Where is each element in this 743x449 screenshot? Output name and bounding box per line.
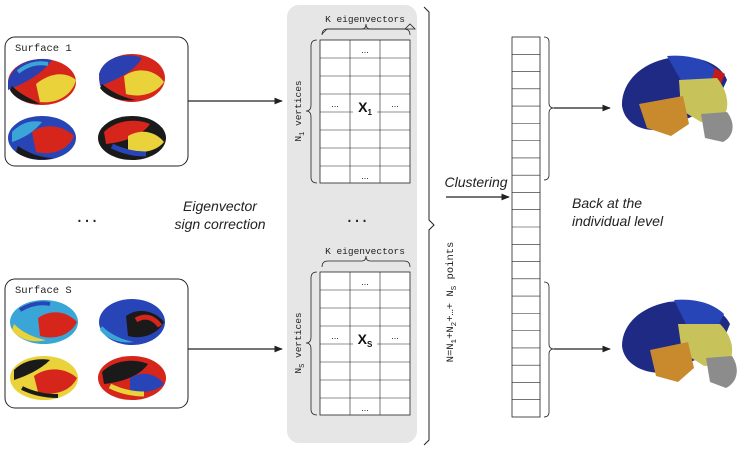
dots-between-matrices: ... [347,205,370,227]
brain-map-sa [10,300,78,344]
matrix-s-dots-right: ... [391,331,399,341]
matrix-1-dots-right: ... [391,99,399,109]
matrix-1-dots-top: ... [361,45,369,55]
surface-panel-s: Surface S [4,278,189,409]
cluster-label-vector [511,36,541,418]
matrix-s-rows-label: NS vertices [293,312,307,373]
matrix-s-dots-top: ... [361,277,369,287]
brain-map-sb [99,299,165,345]
clustering-label: Clustering [444,174,507,190]
surface-s-title: Surface S [15,285,72,297]
column-brace-top [543,36,555,181]
brain-map-1a [8,58,76,105]
matrix-1-cols-label: K eigenvectors [325,14,405,25]
back-label-line2: individual level [572,213,664,229]
matrix-1-rows-label: N1 vertices [293,80,307,141]
surface-1-title: Surface 1 [15,43,72,55]
panel-brace [423,6,435,446]
matrix-1: K eigenvectors ... ... ... ... X1 N1 ver… [293,14,416,184]
dots-between-surfaces: ... [77,205,100,227]
matrix-1-dots-left: ... [331,99,339,109]
matrix-s-symbol: XS [358,331,373,349]
column-brace-bottom [543,281,555,418]
sign-correction-line2: sign correction [174,216,265,232]
matrix-s-dots-bottom: ... [361,403,369,413]
parcellated-brain-s [622,299,737,388]
parcellated-brain-1 [621,55,733,142]
matrix-s-cols-label: K eigenvectors [325,246,405,257]
sign-correction-line1: Eigenvector [183,198,258,214]
brain-map-1b [99,54,165,102]
points-formula: N=N1+N2+…+ NS points [445,242,459,363]
matrix-s: K eigenvectors ... ... ... ... XS NS ver… [293,246,411,416]
matrix-s-dots-left: ... [331,331,339,341]
matrix-1-dots-bottom: ... [361,171,369,181]
brain-map-1d [98,116,166,160]
surface-panel-1: Surface 1 [4,36,189,167]
back-label-line1: Back at the [572,195,642,211]
brain-map-sc [10,356,78,400]
brain-map-sd [98,356,166,400]
matrix-1-symbol: X1 [358,99,372,117]
brain-map-1c [8,116,76,160]
